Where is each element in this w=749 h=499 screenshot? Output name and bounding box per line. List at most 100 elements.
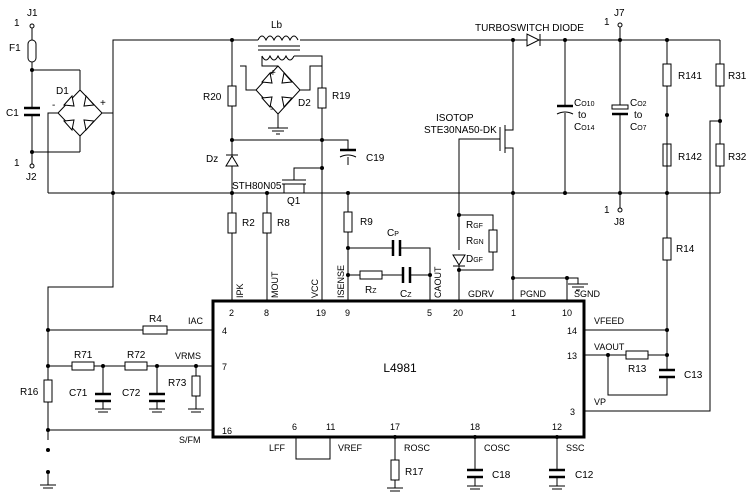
- pin-vfeed-num: 14: [567, 326, 577, 336]
- feedback-dividers: R141 R142 R31 R32 R14: [584, 38, 747, 412]
- mosfet-line2: STE30NA50-DK: [424, 125, 497, 136]
- j1-terminal: [29, 23, 35, 29]
- r2: [227, 212, 237, 234]
- d1-label: D1: [56, 86, 69, 97]
- c13-label: C13: [684, 370, 703, 381]
- pin-iac-num: 4: [222, 326, 227, 336]
- top-pin-wiring: R2 R8 R9 CP RZ CZ: [227, 191, 588, 301]
- input-section: J1 1 F1 C1 1 J2: [6, 8, 80, 183]
- r13-label: R13: [628, 364, 647, 375]
- r73: [191, 375, 201, 397]
- j2-pin: 1: [14, 158, 20, 169]
- pin-rosc-num: 17: [390, 422, 400, 432]
- r17: [390, 459, 400, 481]
- aux-supply: R20 R19 C19 Dz: [203, 38, 385, 193]
- rz: [359, 270, 383, 280]
- pin-lff-num: 6: [292, 422, 297, 432]
- pin-vp-num: 3: [570, 407, 575, 417]
- r31-label: R31: [728, 71, 747, 82]
- pin-lff-name: LFF: [269, 443, 286, 453]
- pin-vcc-num: 19: [316, 308, 326, 318]
- dz-label: Dz: [206, 154, 218, 165]
- vaout-network: R13 C13: [584, 350, 703, 396]
- r142-label: R142: [678, 152, 702, 163]
- r4: [142, 325, 168, 335]
- pin-ipk-name: IPK: [235, 283, 245, 298]
- fuse-label: F1: [9, 43, 21, 54]
- r14: [662, 237, 672, 261]
- r8-label: R8: [277, 218, 290, 229]
- rgn-label: RGN: [466, 236, 484, 247]
- pin-ssc-name: SSC: [566, 443, 585, 453]
- j8-pin: 1: [604, 205, 610, 216]
- cp-label: CP: [387, 228, 399, 239]
- pin-sgnd-num: 10: [562, 308, 572, 318]
- r31: [715, 63, 725, 87]
- j8-label: J8: [614, 217, 625, 228]
- lb-label: Lb: [271, 20, 283, 31]
- co10-label: CO10: [574, 98, 595, 109]
- bridge-d1: D1 - +: [30, 68, 114, 193]
- pin-rosc-name: ROSC: [404, 443, 431, 453]
- d2-label: D2: [298, 98, 311, 109]
- j7-terminal: [617, 22, 623, 28]
- co7-label: CO7: [630, 122, 647, 133]
- d1-plus: +: [100, 98, 106, 109]
- mosfet-main: ISOTOP STE30NA50-DK: [424, 40, 515, 278]
- q1-part-label: STH80N05: [232, 181, 282, 192]
- r32: [715, 143, 725, 167]
- r8: [262, 212, 272, 234]
- c12-label: C12: [575, 470, 594, 481]
- inductor-lb: Lb: [257, 20, 323, 82]
- r20: [227, 85, 237, 107]
- pin-vaout-num: 13: [567, 351, 577, 361]
- pin-iac-name: IAC: [188, 316, 204, 326]
- pin-vref-name: VREF: [338, 443, 363, 453]
- r20-label: R20: [203, 92, 222, 103]
- co2-to: to: [634, 110, 643, 121]
- pin-vrms-num: 7: [222, 362, 227, 372]
- turboswitch-diode: TURBOSWITCH DIODE: [475, 23, 584, 47]
- top-pin-labels: IPK 2 MOUT 8 VCC 19 ISENSE 9 CAOUT 5 GDR…: [229, 265, 601, 318]
- mosfet-line1: ISOTOP: [436, 113, 474, 124]
- chip-name: L4981: [383, 361, 417, 375]
- r9: [343, 211, 353, 233]
- r141-label: R141: [678, 71, 702, 82]
- d1-minus: -: [52, 100, 55, 111]
- right-pin-labels: VFEED 14 VAOUT 13 VP 3: [567, 316, 625, 417]
- mosfet-q1: STH80N05 Q1: [232, 140, 324, 301]
- r71-label: R71: [74, 350, 93, 361]
- rz-label: RZ: [365, 285, 377, 296]
- output-caps: CO10 to CO14 CO2 to CO7: [556, 38, 647, 195]
- co10-to: to: [578, 110, 587, 121]
- pin-vref-num: 11: [326, 422, 335, 432]
- pin-gdrv-name: GDRV: [468, 289, 494, 299]
- j1-pin: 1: [14, 18, 20, 29]
- pin-sfm-name: S/FM: [179, 435, 201, 445]
- pin-mout-name: MOUT: [270, 271, 280, 298]
- j8-terminal: [617, 207, 623, 213]
- r17-label: R17: [405, 467, 424, 478]
- pin-caout-num: 5: [427, 308, 432, 318]
- pin-gdrv-num: 20: [453, 308, 463, 318]
- fuse-f1: [27, 39, 37, 63]
- co14-label: CO14: [574, 122, 595, 133]
- pin-vp-name: VP: [594, 397, 606, 407]
- top-rail: [112, 39, 720, 114]
- rgn: [488, 229, 498, 253]
- r16-label: R16: [20, 387, 39, 398]
- j7-label: J7: [614, 8, 625, 19]
- r19-label: R19: [332, 91, 351, 102]
- pin-pgnd-name: PGND: [520, 289, 547, 299]
- d2-plus: +: [270, 68, 276, 79]
- pin-vcc-name: VCC: [310, 278, 320, 298]
- r4-label: R4: [149, 314, 162, 325]
- c1-label: C1: [6, 108, 19, 119]
- r19: [317, 87, 327, 109]
- c18-label: C18: [492, 470, 511, 481]
- r16: [43, 379, 53, 403]
- pin-ssc-num: 12: [552, 422, 562, 432]
- j1-label: J1: [27, 8, 38, 19]
- r2-label: R2: [242, 218, 255, 229]
